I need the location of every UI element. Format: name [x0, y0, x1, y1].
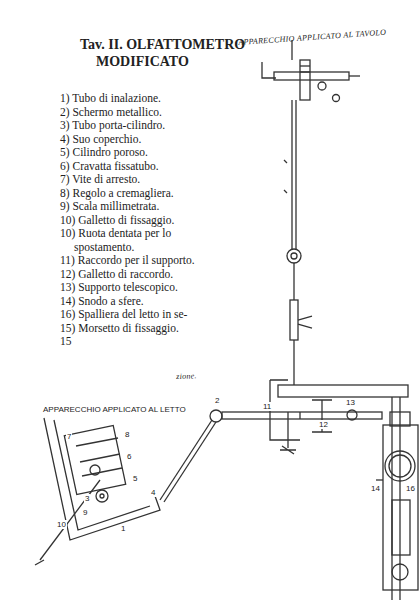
- bed-apparatus: [35, 400, 418, 590]
- view-caption: APPARECCHIO APPLICATO AL TAVOLO: [238, 28, 386, 47]
- callout-number: 12: [318, 420, 329, 429]
- part-list-item: 1) Tubo di inalazione.: [60, 92, 220, 106]
- part-list-item: 7) Vite di arresto.: [60, 173, 220, 187]
- table-apparatus: [262, 40, 408, 600]
- callout-number: 6: [126, 452, 132, 461]
- callout-number: APPARECCHIO APPLICATO AL LETTO: [42, 405, 187, 414]
- part-list-item: 9) Scala millimetrata.: [60, 200, 220, 214]
- callout-number: 7: [66, 432, 72, 441]
- part-list-item: 13) Supporto telescopico.: [60, 281, 220, 295]
- callout-number: 14: [370, 484, 381, 493]
- callout-number: 8: [124, 430, 130, 439]
- part-list-item: 3) Tubo porta-cilindro.: [60, 119, 220, 133]
- part-list-item: 11) Raccordo per il supporto.: [60, 254, 220, 268]
- callout-number: 16: [405, 484, 416, 493]
- callout-number: 5: [132, 474, 138, 483]
- callout-number: 1: [120, 524, 126, 533]
- part-list-item: 15: [60, 335, 220, 349]
- callout-number: 11: [262, 402, 272, 411]
- callout-number: 13: [345, 398, 356, 407]
- part-list-item: 12) Galletto di raccordo.: [60, 268, 220, 282]
- callout-number: 9: [82, 508, 88, 517]
- callout-number: 3: [84, 494, 90, 503]
- legend-list: 1) Tubo di inalazione.2) Schermo metalli…: [60, 92, 220, 349]
- part-list-item: 5) Cilindro poroso.: [60, 146, 220, 160]
- callout-number: 4: [150, 488, 156, 497]
- part-list-item: 2) Schermo metallico.: [60, 106, 220, 120]
- part-list-item: 10) Galletto di fissaggio.: [60, 214, 220, 228]
- plate-title: Tav. II. OLFATTOMETRO MODIFICATO: [80, 36, 246, 70]
- part-list-item: 4) Suo coperchio.: [60, 133, 220, 147]
- part-list-item: 10) Ruota dentata per lo spostamento.: [60, 227, 220, 254]
- callout-number: 10: [56, 520, 67, 529]
- part-list-item: 14) Snodo a sfere.: [60, 295, 220, 309]
- callout-number: 2: [214, 396, 220, 405]
- part-list-item: 8) Regolo a cremagliera.: [60, 187, 220, 201]
- part-list-item: 15) Morsetto di fissaggio.: [60, 322, 220, 336]
- part-list-item: 16) Spalliera del letto in se-: [60, 308, 220, 322]
- view-caption: zione.: [176, 371, 197, 381]
- part-list-item: 6) Cravatta fissatubo.: [60, 160, 220, 174]
